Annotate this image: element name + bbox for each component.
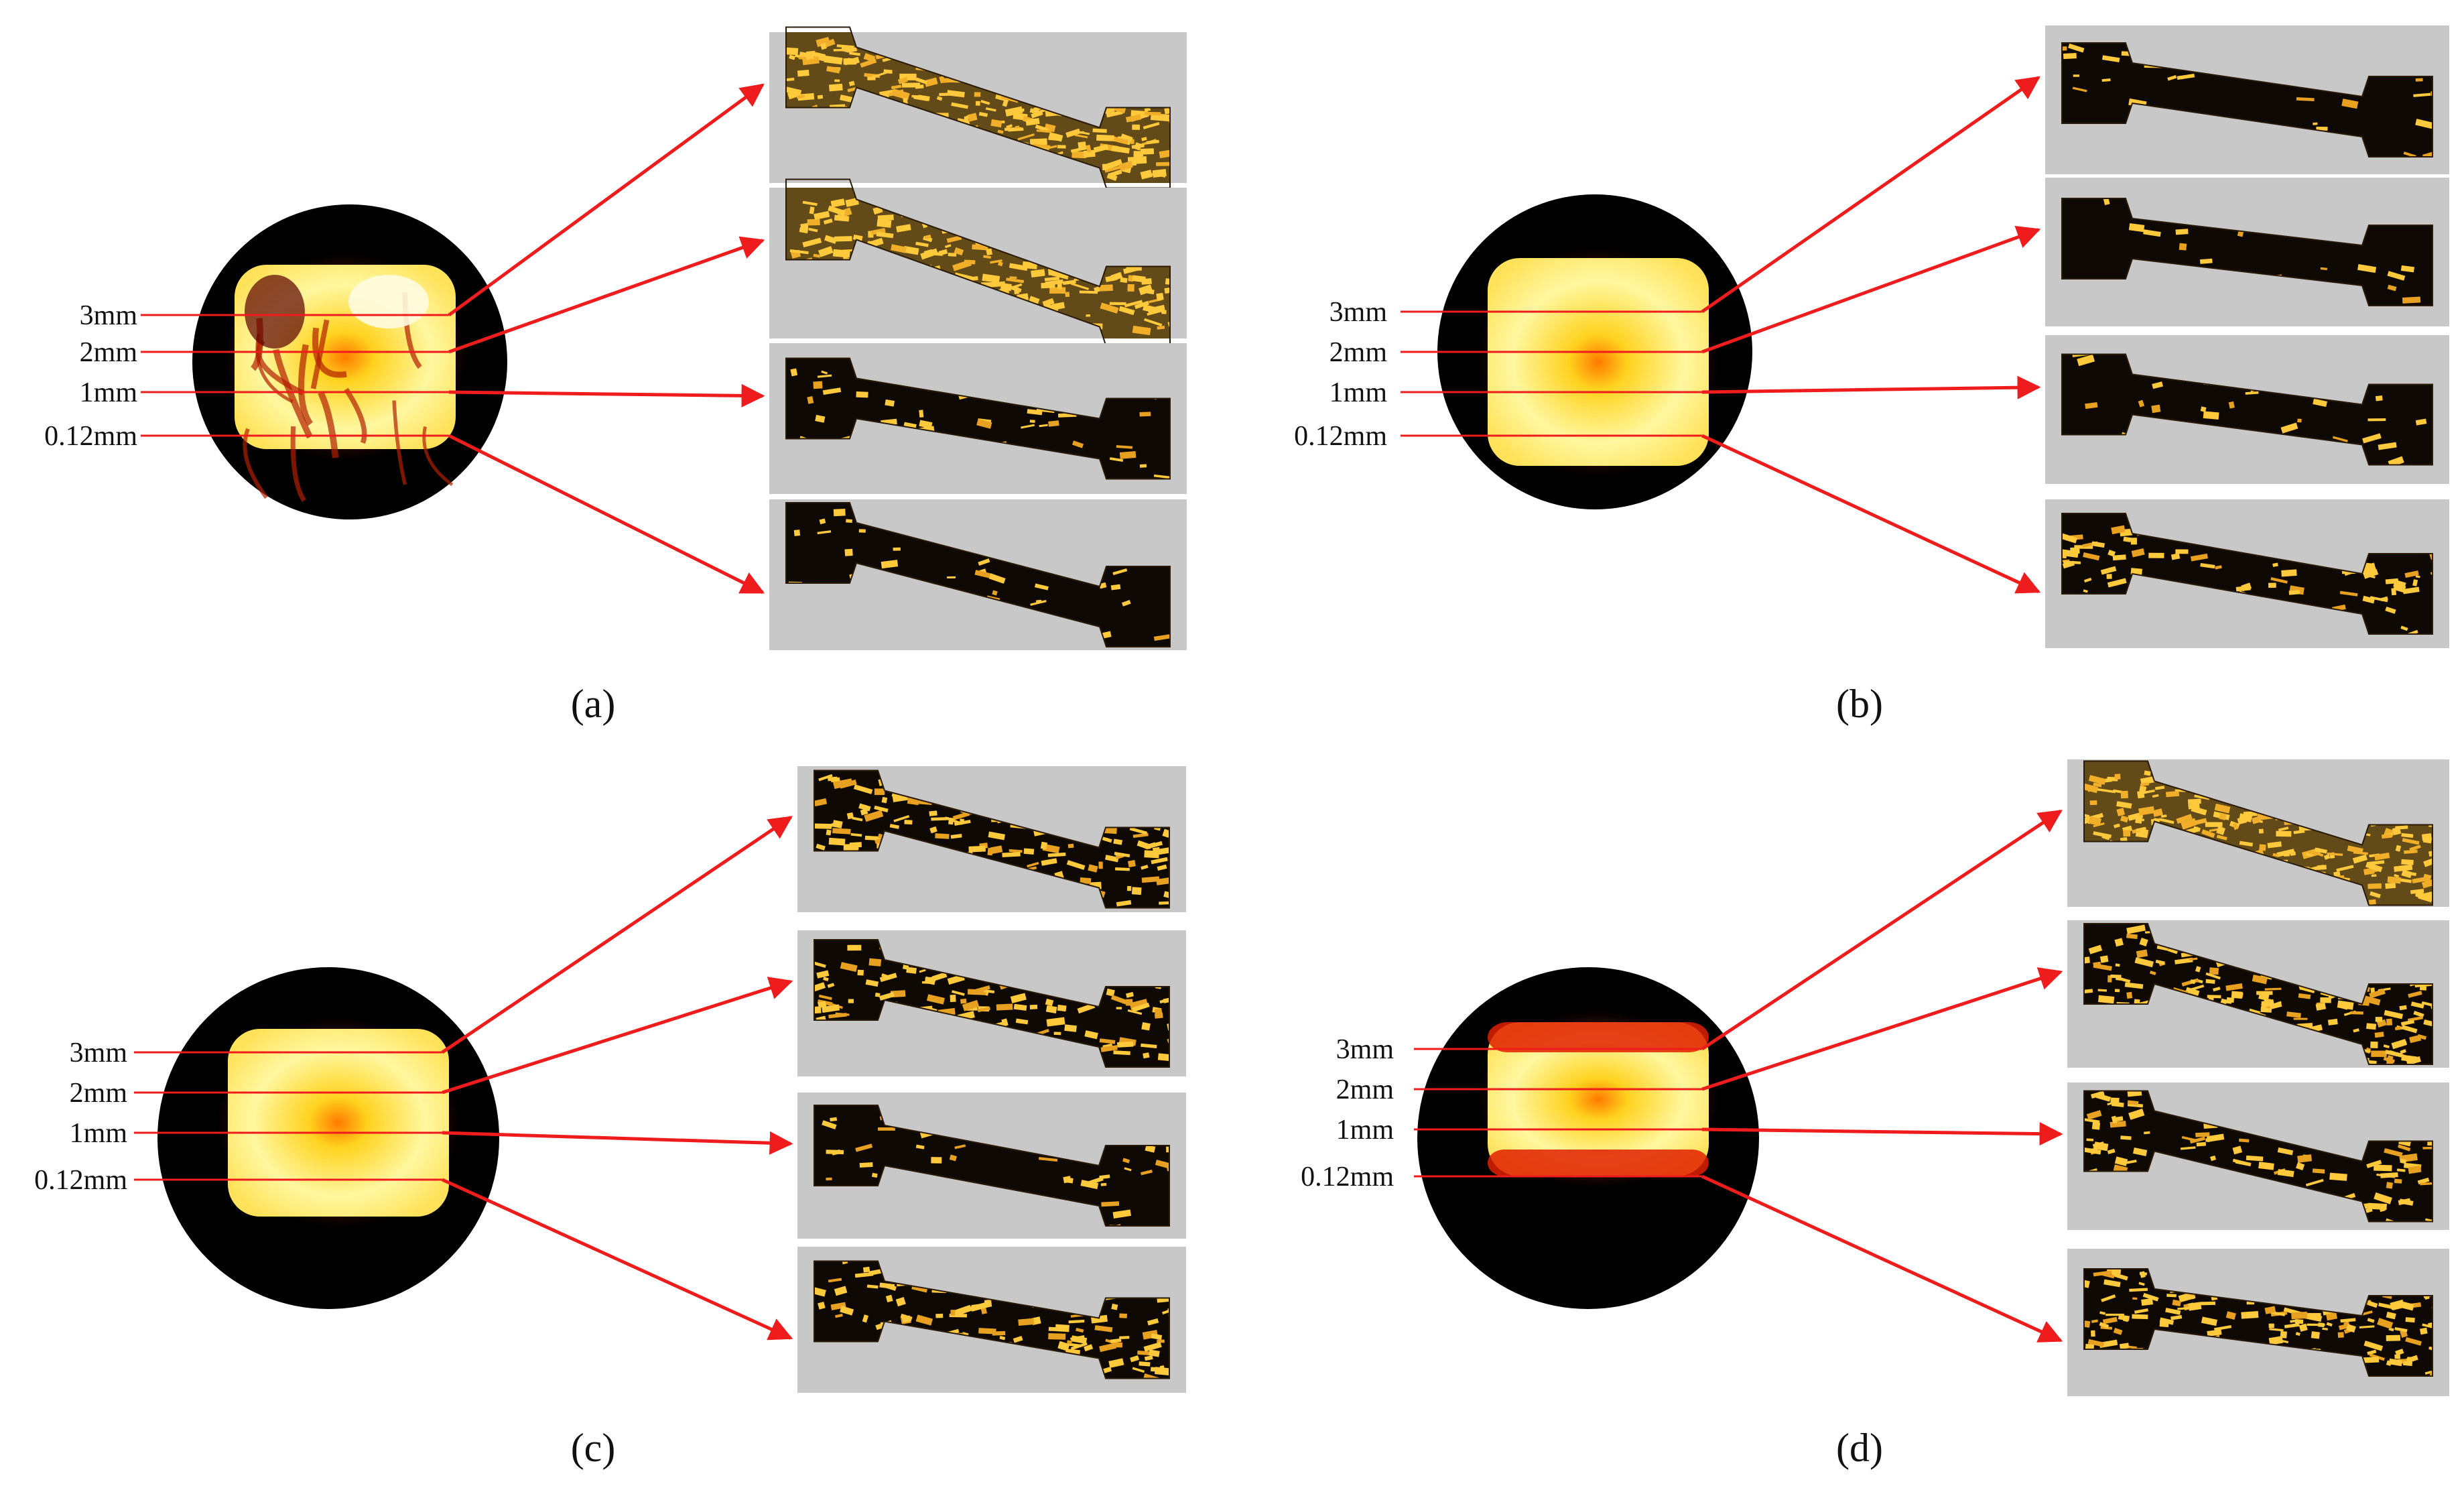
layer-arrow: [441, 1178, 793, 1341]
specimen-panel: [2045, 335, 2449, 484]
layer-label: 2mm: [1330, 337, 1388, 368]
layer-arrow: [442, 977, 793, 1095]
layer-label: 3mm: [70, 1038, 128, 1068]
specimen-panel: [797, 930, 1186, 1076]
layer-arrow: [448, 383, 765, 408]
layer-label: 0.12mm: [34, 1165, 127, 1196]
panel-caption: (b): [1836, 682, 1883, 726]
heated-part: [228, 1029, 449, 1217]
specimen-panel: [769, 343, 1187, 494]
specimen-panel: [2045, 178, 2449, 326]
layer-arrow: [1701, 76, 2040, 314]
layer-arrow: [1701, 967, 2063, 1091]
layer-arrow: [1701, 809, 2063, 1051]
layer-label: 3mm: [1336, 1034, 1395, 1065]
layer-label: 2mm: [70, 1078, 128, 1109]
layer-arrow: [1701, 375, 2041, 399]
layer-label: 2mm: [1336, 1074, 1395, 1105]
panel-caption: (d): [1836, 1426, 1883, 1470]
layer-label: 0.12mm: [1294, 421, 1387, 452]
layer-label: 3mm: [1330, 297, 1388, 328]
specimen-panel: [769, 499, 1187, 650]
layer-arrow: [1701, 434, 2041, 594]
specimen-panel: [2045, 499, 2449, 648]
layer-arrow: [448, 83, 765, 317]
top-band: [1488, 1022, 1709, 1052]
layer-label: 3mm: [80, 300, 138, 331]
layer-label: 1mm: [70, 1118, 128, 1149]
panel-b: 3mm 2mm 1mm 0.12mm (b): [1294, 25, 2449, 726]
bottom-band: [1488, 1150, 1709, 1176]
layer-label: 0.12mm: [1301, 1162, 1394, 1192]
panel-a: 3mm 2mm 1mm 0.12mm (a): [44, 26, 1187, 726]
specimen-panel: [2045, 25, 2449, 174]
layer-label: 1mm: [1336, 1115, 1395, 1145]
specimen-panel: [797, 766, 1186, 912]
layer-arrow: [448, 236, 765, 354]
layer-label: 2mm: [80, 337, 138, 368]
specimen-panel: [2067, 920, 2449, 1068]
heated-part: [1488, 258, 1709, 466]
layer-arrow: [442, 1131, 793, 1155]
specimen-panel: [2067, 1082, 2449, 1230]
specimen-panel: [769, 26, 1187, 189]
panel-d: 3mm 2mm 1mm 0.12mm (d): [1301, 759, 2449, 1470]
specimen-panel: [2067, 759, 2449, 907]
heated-part: [1488, 1022, 1709, 1176]
layer-arrow: [448, 434, 765, 594]
layer-arrow: [1701, 226, 2041, 354]
panel-c: 3mm 2mm 1mm 0.12mm (c): [34, 766, 1186, 1470]
layer-arrow: [1701, 1174, 2063, 1343]
specimen-panel: [2067, 1249, 2449, 1396]
specimen-panel: [797, 1247, 1186, 1393]
specimen-panel: [797, 1093, 1186, 1239]
panel-caption: (a): [571, 682, 616, 726]
panel-caption: (c): [571, 1426, 616, 1470]
specimen-panel: [769, 178, 1187, 348]
layer-label: 0.12mm: [44, 421, 137, 452]
layer-label: 1mm: [80, 377, 138, 408]
layer-arrow: [441, 816, 793, 1054]
layer-label: 1mm: [1330, 377, 1388, 408]
layer-arrow: [1701, 1122, 2063, 1146]
